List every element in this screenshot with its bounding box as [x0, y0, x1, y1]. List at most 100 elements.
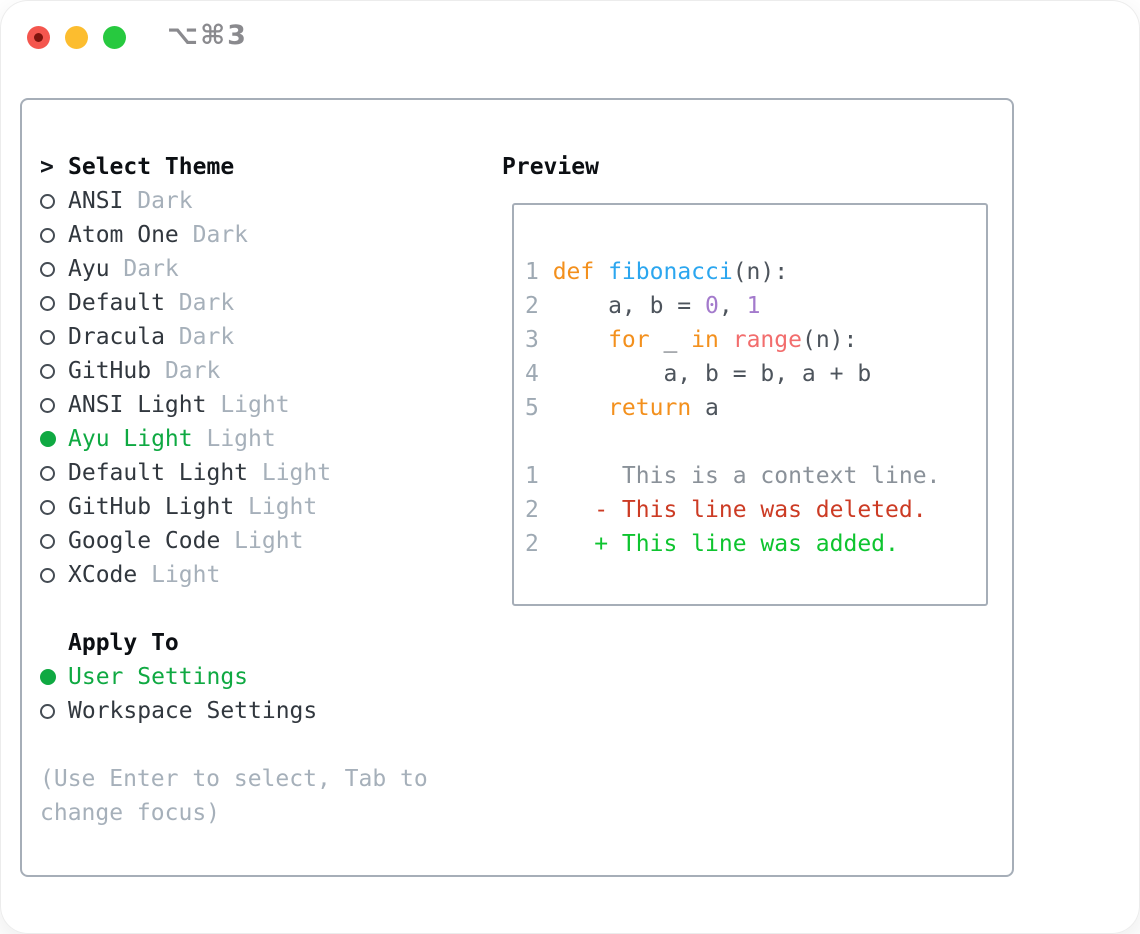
theme-variant-label: Light — [234, 494, 318, 520]
theme-option-bullet-cell — [40, 465, 68, 481]
token-plain: (n): — [732, 259, 789, 285]
focus-arrow-icon: > — [40, 154, 54, 180]
radio-icon — [40, 465, 55, 481]
token-diff_context: This is a context line. — [552, 463, 941, 489]
theme-option[interactable]: Ayu Dark — [40, 252, 331, 286]
radio-selected-icon — [40, 431, 56, 447]
theme-variant-label: Dark — [151, 358, 221, 384]
token-keyword: return — [608, 395, 692, 421]
theme-variant-label: Light — [220, 528, 304, 554]
token-number: 1 — [746, 293, 761, 319]
zoom-button[interactable] — [103, 26, 126, 49]
apply-option-bullet-cell — [40, 669, 68, 685]
code-line: 3 for _ in range(n): — [525, 323, 986, 357]
theme-option[interactable]: Google Code Light — [40, 524, 331, 558]
close-button-dot-icon — [34, 33, 43, 42]
theme-option[interactable]: XCode Light — [40, 558, 331, 592]
theme-option-bullet-cell — [40, 329, 68, 345]
token-diff_added: + This line was added. — [552, 531, 899, 557]
theme-list-title: Select Theme — [68, 154, 235, 180]
line-number: 2 — [525, 293, 539, 319]
code-line: 5 return a — [525, 391, 986, 425]
theme-variant-label: Light — [206, 392, 290, 418]
option-label: Dracula — [68, 324, 165, 350]
theme-option-bullet-cell — [40, 363, 68, 379]
code-line — [525, 425, 986, 459]
radio-icon — [40, 295, 55, 311]
help-text: (Use Enter to select, Tab to change focu… — [40, 766, 428, 826]
apply-option[interactable]: Workspace Settings — [40, 694, 317, 728]
window-titlebar: ⌥⌘3 — [0, 0, 1140, 70]
option-label: XCode — [68, 562, 138, 588]
theme-variant-label: Dark — [109, 256, 179, 282]
theme-variant-label: Dark — [164, 324, 235, 350]
preview-header-row: Preview — [502, 150, 599, 184]
theme-option[interactable]: GitHub Dark — [40, 354, 331, 388]
close-button[interactable] — [27, 26, 50, 49]
token-plain — [719, 327, 733, 353]
apply-to-header-row: Apply To — [40, 626, 317, 660]
theme-option[interactable]: Ayu Light Light — [40, 422, 331, 456]
radio-icon — [40, 567, 55, 583]
theme-option-bullet-cell — [40, 193, 68, 209]
theme-option[interactable]: Dracula Dark — [40, 320, 331, 354]
token-plain: a, b = b, a + b — [552, 361, 872, 387]
theme-option[interactable]: ANSI Light Light — [40, 388, 331, 422]
token-plain — [553, 395, 608, 421]
token-plain — [553, 327, 608, 353]
theme-option[interactable]: Default Dark — [40, 286, 331, 320]
token-plain: (n): — [801, 327, 858, 353]
diff-line: 1 This is a context line. — [525, 459, 986, 493]
code-line: 2 a, b = 0, 1 — [525, 289, 986, 323]
line-number: 4 — [525, 361, 539, 387]
token-plain: _ — [649, 327, 692, 353]
theme-option[interactable]: GitHub Light Light — [40, 490, 331, 524]
radio-icon — [40, 329, 55, 345]
line-number: 2 — [525, 531, 539, 557]
token-plain: a — [691, 395, 719, 421]
apply-to-title: Apply To — [68, 630, 179, 656]
theme-variant-label: Light — [192, 426, 276, 452]
radio-icon — [40, 227, 55, 243]
radio-icon — [40, 363, 55, 379]
token-function: fibonacci — [608, 259, 733, 285]
option-label: Atom One — [68, 222, 179, 248]
option-label: GitHub — [68, 358, 152, 384]
theme-variant-label: Light — [248, 460, 332, 486]
theme-option-bullet-cell — [40, 397, 68, 413]
line-number: 5 — [525, 395, 539, 421]
radio-icon — [40, 193, 55, 209]
line-number: 2 — [525, 497, 539, 523]
option-label: Ayu — [68, 256, 110, 282]
radio-icon — [40, 499, 55, 515]
radio-icon — [40, 533, 55, 549]
preview-title: Preview — [502, 154, 599, 180]
option-label: Google Code — [68, 528, 221, 554]
radio-icon — [40, 397, 55, 413]
token-plain: , — [718, 293, 747, 319]
option-label: Default Light — [68, 460, 249, 486]
theme-option-bullet-cell — [40, 295, 68, 311]
theme-variant-label: Dark — [178, 222, 249, 248]
option-label: ANSI Light — [68, 392, 207, 418]
option-label: ANSI — [68, 188, 124, 214]
line-number: 3 — [525, 327, 539, 353]
diff-line: 2 - This line was deleted. — [525, 493, 986, 527]
theme-option[interactable]: ANSI Dark — [40, 184, 331, 218]
option-label: Ayu Light — [68, 426, 193, 452]
option-label: GitHub Light — [68, 494, 235, 520]
token-number: 0 — [705, 293, 719, 319]
theme-option-bullet-cell — [40, 567, 68, 583]
token-keyword: in — [691, 327, 719, 353]
token-keyword: for — [608, 327, 650, 353]
diff-line: 2 + This line was added. — [525, 527, 986, 561]
apply-option[interactable]: User Settings — [40, 660, 317, 694]
minimize-button[interactable] — [65, 26, 88, 49]
radio-icon — [40, 261, 55, 277]
theme-option[interactable]: Atom One Dark — [40, 218, 331, 252]
option-label: Default — [68, 290, 165, 316]
theme-option[interactable]: Default Light Light — [40, 456, 331, 490]
